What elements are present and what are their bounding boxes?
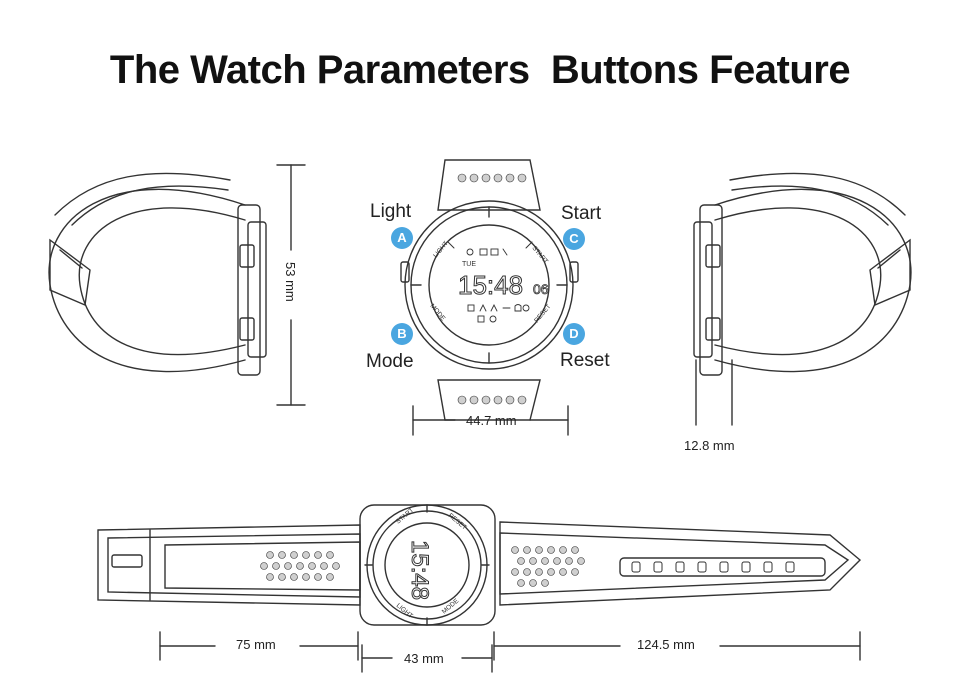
label-mode: Mode — [366, 351, 414, 372]
front-display: TUE 15:48 06 LIGHT START MODE RESET — [428, 240, 552, 324]
badge-c: C — [563, 228, 585, 250]
height-dimension — [276, 164, 306, 406]
badge-a: A — [391, 227, 413, 249]
bezel-light: LIGHT — [432, 240, 450, 259]
flat-display-time: 15:48 — [406, 540, 433, 600]
page-title: The Watch Parameters Buttons Feature — [109, 48, 851, 92]
display-time: 15:48 — [458, 270, 523, 300]
flat-bezel-reset: RESET — [447, 512, 468, 531]
bezel-start: START — [530, 245, 549, 265]
dim-height: 53 mm — [283, 262, 298, 302]
dim-strap-long: 124.5 mm — [637, 637, 695, 652]
label-reset: Reset — [560, 350, 610, 371]
badge-b: B — [391, 323, 413, 345]
bezel-mode: MODE — [428, 303, 446, 323]
bottom-dimensions — [159, 631, 861, 673]
badge-d: D — [563, 323, 585, 345]
bezel-reset: RESET — [533, 303, 552, 324]
dim-strap-short: 75 mm — [236, 637, 276, 652]
flat-strap-view — [97, 504, 862, 626]
dim-thickness: 12.8 mm — [684, 438, 735, 453]
label-light: Light — [370, 201, 412, 222]
left-side-view — [48, 172, 267, 376]
label-start: Start — [561, 203, 602, 224]
dim-case-diameter: 43 mm — [404, 651, 444, 666]
right-side-view — [693, 172, 912, 376]
front-width-dimension — [412, 405, 569, 436]
dim-case-width: 44.7 mm — [466, 413, 517, 428]
display-day: TUE — [462, 261, 476, 268]
display-seconds: 06 — [533, 281, 549, 297]
thickness-dimension — [695, 359, 733, 426]
front-view — [400, 159, 579, 421]
